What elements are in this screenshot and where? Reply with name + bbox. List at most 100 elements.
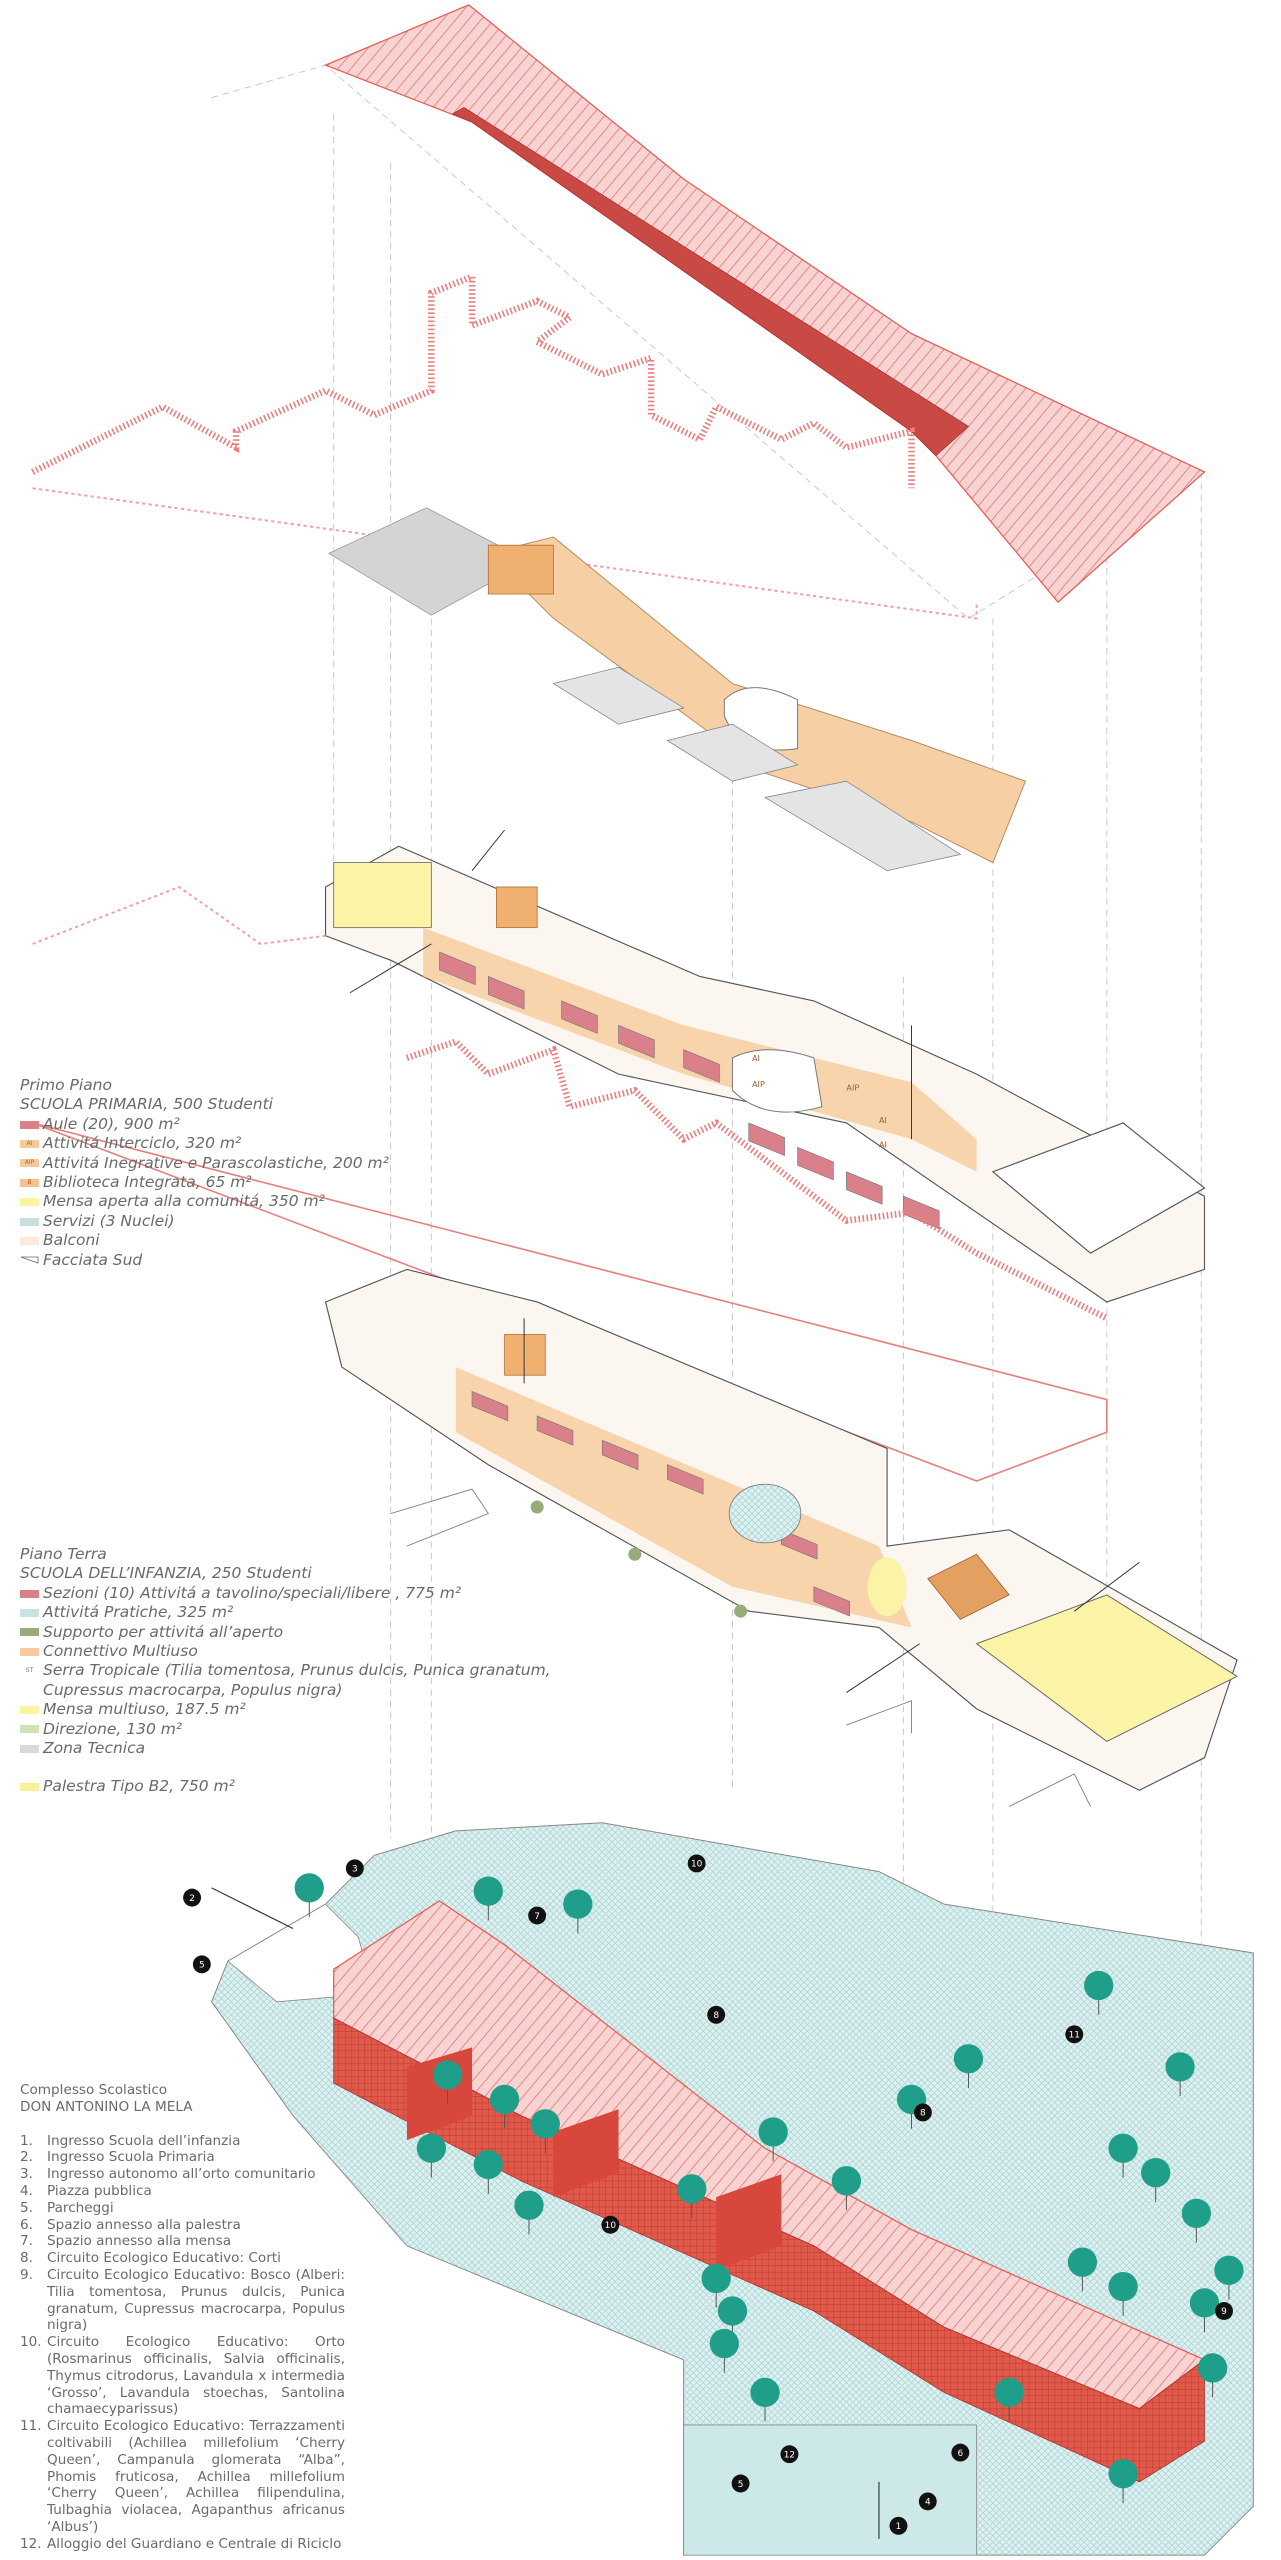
ground-floor-legend: Piano Terra SCUOLA DELL’INFANZIA, 250 St… [20, 1545, 551, 1797]
item-text: Circuito Ecologico Educativo: Orto (Rosm… [47, 2334, 345, 2418]
tree-icon [1084, 1970, 1114, 2001]
plan-label: AIP [846, 1082, 859, 1092]
legend-item: Mensa aperta alla comunitá, 350 m² [20, 1192, 389, 1211]
classroom [797, 1146, 834, 1181]
site-marker-number: 5 [199, 1961, 205, 1971]
tree-icon [1067, 2247, 1098, 2277]
legend-label: Zona Tecnica [43, 1739, 146, 1758]
site-legend-item: 8. Circuito Ecologico Educativo: Corti [20, 2250, 345, 2267]
site-marker-number: 8 [920, 2109, 926, 2119]
legend-swatch [20, 1236, 39, 1245]
tree-icon [1108, 2459, 1138, 2489]
item-text: Ingresso Scuola dell’infanzia [47, 2132, 241, 2149]
legend-swatch [20, 1217, 39, 1226]
tree-icon [1181, 2198, 1212, 2228]
site-marker [192, 1955, 211, 1974]
legend-item: Supporto per attivitá all’aperto [20, 1623, 551, 1642]
item-number: 8. [20, 2250, 33, 2267]
item-number: 9. [20, 2266, 33, 2283]
site-legend-item: 3. Ingresso autonomo all’orto comunitario [20, 2166, 345, 2183]
legend-swatch [20, 1120, 39, 1129]
site-legend-item: 6.Spazio annesso alla palestra [20, 2217, 345, 2234]
classroom [846, 1171, 883, 1205]
item-text: Spazio annesso alla palestra [47, 2216, 241, 2233]
site-marker-number: 1 [896, 2522, 902, 2532]
tree-icon [953, 2044, 984, 2074]
legend-label: Sezioni (10) Attivitá a tavolino/special… [43, 1583, 462, 1602]
tree-icon [701, 2263, 731, 2294]
legend-swatch [20, 1783, 39, 1792]
section-room [667, 1464, 704, 1495]
site-legend-name: DON ANTONINO LA MELA [20, 2098, 193, 2115]
legend-label: Facciata Sud [43, 1250, 143, 1269]
legend-floor-title: Piano Terra [20, 1545, 107, 1563]
legend-label: Balconi [43, 1231, 100, 1250]
legend-label: Attivitá Interciclo, 320 m² [43, 1134, 242, 1153]
item-number: 11. [20, 2418, 42, 2435]
item-text: Parcheggi [47, 2199, 114, 2216]
site-marker [183, 1888, 202, 1907]
legend-item: Direzione, 130 m² [20, 1720, 551, 1739]
tree-icon [1141, 2158, 1171, 2188]
site-marker [951, 2443, 970, 2462]
item-text: Circuito Ecologico Educativo: Corti [47, 2250, 281, 2267]
tree-icon [489, 2084, 520, 2115]
tree-icon [677, 2174, 707, 2204]
legend-label: Mensa aperta alla comunitá, 350 m² [43, 1192, 325, 1211]
site-legend-list: 1. Ingresso Scuola dell’infanzia 2. Ingress… [20, 2133, 345, 2553]
tree-icon [709, 2328, 739, 2359]
legend-item: Facciata Sud [20, 1251, 389, 1270]
section-room [813, 1586, 850, 1617]
item-number: 3. [20, 2166, 33, 2183]
classroom [748, 1122, 785, 1156]
legend-swatch [20, 1198, 39, 1207]
item-number: 5. [20, 2199, 33, 2216]
item-number: 2. [20, 2149, 33, 2166]
tree-icon [1165, 2052, 1195, 2082]
legend-item: Zona Tecnica [20, 1739, 551, 1758]
item-text: Ingresso Scuola Primaria [47, 2149, 215, 2166]
legend-item: Sezioni (10) Attivitá a tavolino/special… [20, 1584, 551, 1603]
site-marker-number: 6 [957, 2449, 963, 2459]
site-marker-number: 7 [534, 1912, 540, 1922]
first-floor-legend: Primo Piano SCUOLA PRIMARIA, 500 Student… [20, 1076, 389, 1270]
item-number: 12. [20, 2535, 42, 2552]
facade-triangle-icon [20, 1256, 39, 1264]
site-marker [345, 1859, 364, 1878]
legend-swatch [20, 1608, 39, 1617]
item-text: Alloggio del Guardiano e Centrale di Ric… [47, 2535, 342, 2552]
legend-swatch [20, 1589, 39, 1598]
tree-icon [432, 2060, 463, 2090]
tree-icon [1108, 2271, 1138, 2302]
site-marker-number: 12 [784, 2450, 795, 2460]
item-text: Ingresso autonomo all’orto comunitario [47, 2166, 316, 2183]
item-number: 1. [20, 2132, 33, 2149]
legend-swatch [20, 1744, 39, 1753]
tree-icon [416, 2133, 446, 2163]
site-marker [889, 2516, 908, 2535]
site-marker [1065, 2025, 1084, 2044]
classroom [487, 975, 525, 1010]
legend-label: Aule (20), 900 m² [43, 1114, 180, 1133]
site-marker [601, 2215, 620, 2234]
site-legend-item: 12. Alloggio del Guardiano e Centrale di … [20, 2536, 345, 2553]
legend-label-cont: Cupressus macrocarpa, Populus nigra) [43, 1680, 343, 1699]
classroom [683, 1049, 720, 1083]
tree-icon [717, 2296, 748, 2326]
legend-label: Servizi (3 Nuclei) [43, 1211, 175, 1230]
plan-label: AI [752, 1053, 760, 1063]
legend-school-title: SCUOLA DELL’INFANZIA, 250 Studenti [20, 1564, 312, 1583]
plan-label: AIP [752, 1079, 765, 1089]
site-marker [707, 2005, 726, 2024]
item-text: Piazza pubblica [47, 2182, 152, 2199]
legend-swatch [20, 1647, 39, 1656]
tree-icon [473, 1876, 503, 1906]
tree-icon [994, 2377, 1024, 2408]
tree-icon [563, 1889, 593, 1919]
classroom [439, 951, 476, 986]
